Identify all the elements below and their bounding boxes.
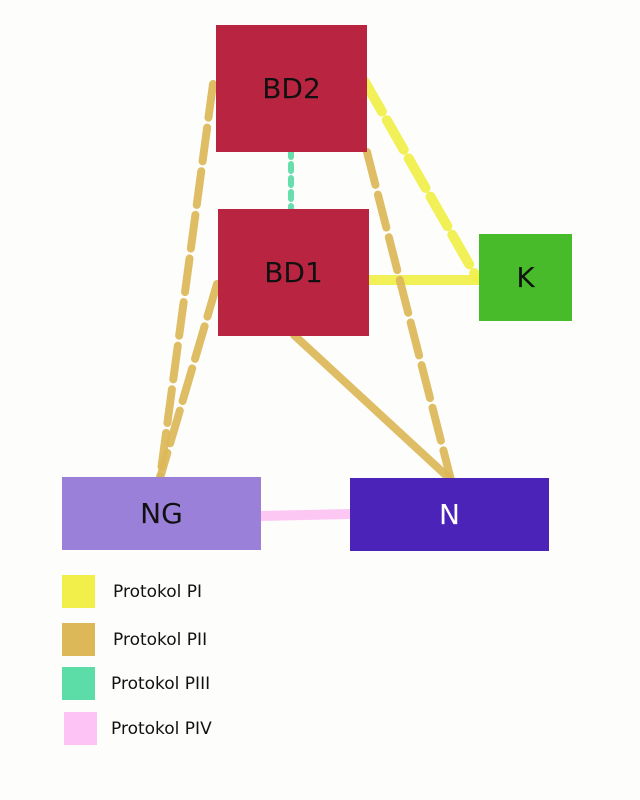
edge-bd2-n bbox=[363, 148, 455, 484]
legend-label-piii: Protokol PIII bbox=[111, 673, 211, 694]
node-bd1[interactable]: BD1 bbox=[218, 209, 369, 336]
edge-bd1-n bbox=[290, 331, 453, 482]
legend-swatch-piv bbox=[64, 712, 97, 745]
edge-bd1-ng bbox=[156, 280, 221, 482]
legend-label-pi: Protokol PI bbox=[113, 581, 203, 602]
edge-ng-n bbox=[255, 509, 355, 521]
node-bd2[interactable]: BD2 bbox=[216, 25, 367, 152]
legend-swatch-piii bbox=[62, 667, 95, 700]
edge-bd2-k bbox=[360, 77, 482, 283]
node-k-label: K bbox=[516, 260, 535, 294]
node-bd1-label: BD1 bbox=[264, 255, 323, 289]
legend-item-pii: Protokol PII bbox=[62, 623, 207, 656]
edge-bd2-ng bbox=[156, 80, 217, 482]
legend-item-piv: Protokol PIV bbox=[64, 712, 212, 745]
node-n-label: N bbox=[439, 497, 460, 531]
node-n[interactable]: N bbox=[350, 478, 549, 551]
node-k[interactable]: K bbox=[479, 234, 572, 321]
legend-label-piv: Protokol PIV bbox=[111, 718, 212, 739]
legend-label-pii: Protokol PII bbox=[113, 629, 208, 650]
node-ng-label: NG bbox=[140, 496, 183, 530]
legend-swatch-pi bbox=[62, 575, 95, 608]
node-bd2-label: BD2 bbox=[262, 71, 321, 105]
legend-item-piii: Protokol PIII bbox=[62, 667, 210, 700]
edges-layer bbox=[156, 77, 486, 521]
legend-swatch-pii bbox=[62, 623, 95, 656]
legend-item-pi: Protokol PI bbox=[62, 575, 202, 608]
node-ng[interactable]: NG bbox=[62, 477, 261, 550]
